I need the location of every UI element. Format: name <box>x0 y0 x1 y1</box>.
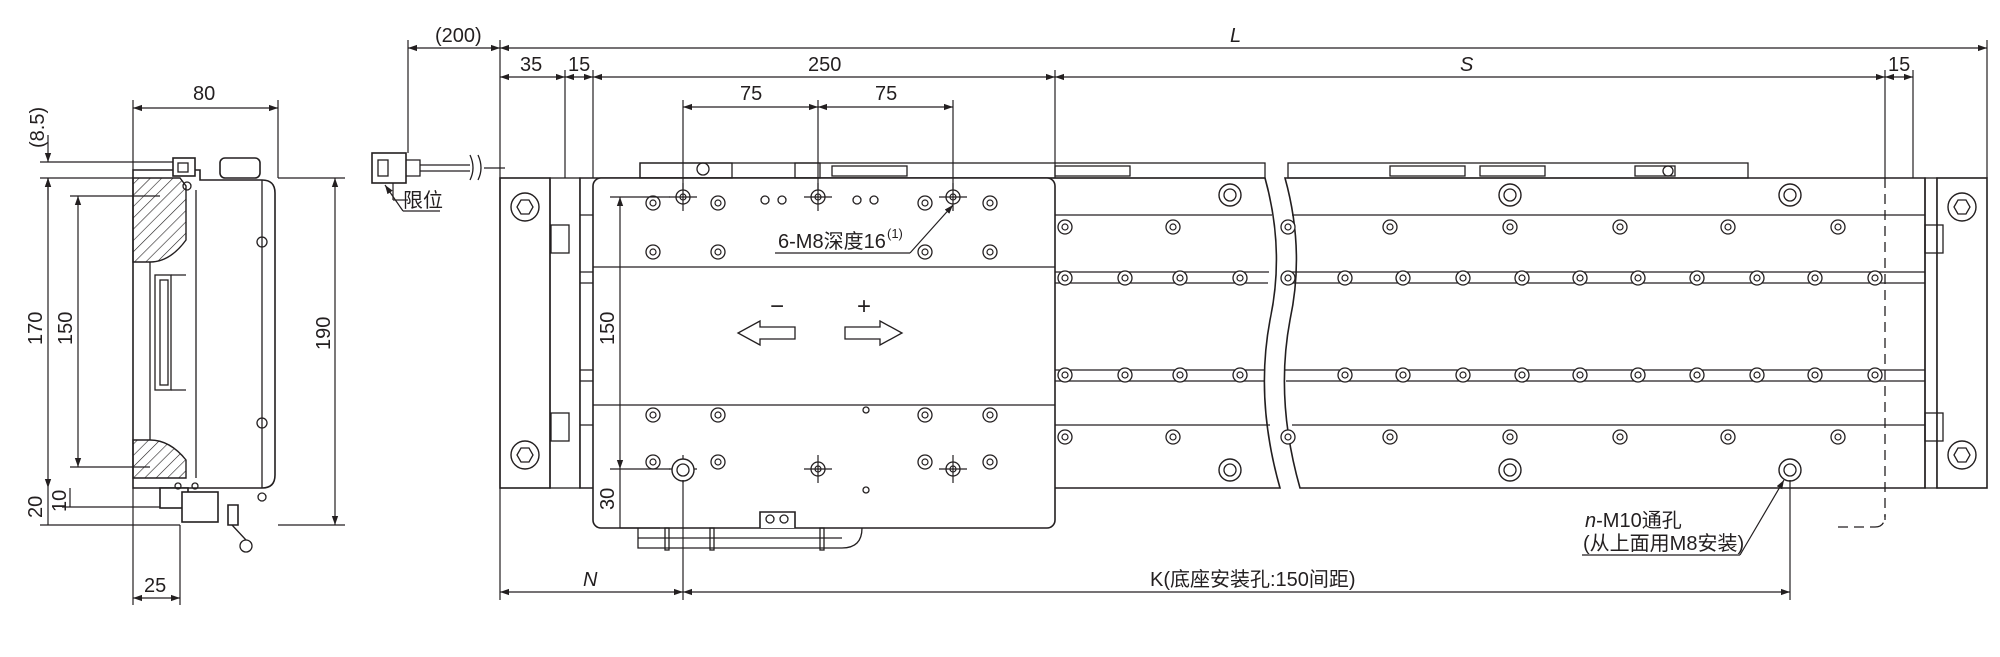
dim-K: K(底座安装孔:150间距) <box>1150 568 1356 591</box>
slider-thread-note: (1) <box>887 226 903 241</box>
dim-side-25: 25 <box>144 575 166 597</box>
dim-N: N <box>583 569 598 591</box>
side-view-dimensions: 80 (8.5) 170 150 190 20 10 25 <box>25 83 345 605</box>
dim-front-250: 250 <box>808 54 841 76</box>
dim-front-75-a: 75 <box>740 83 762 105</box>
dim-cable-200: (200) <box>435 25 482 47</box>
dim-stroke-S: S <box>1460 54 1474 76</box>
dim-side-190: 190 <box>313 317 335 350</box>
base-hole-callout-line2: (从上面用M8安装) <box>1583 532 1744 555</box>
plus-sign: + <box>857 293 871 320</box>
dim-front-75-b: 75 <box>875 83 897 105</box>
dim-side-170: 170 <box>25 312 47 345</box>
slider-thread-callout: 6-M8深度16 <box>778 230 886 253</box>
dim-front-15-left: 15 <box>568 54 590 76</box>
side-view <box>132 157 276 553</box>
dim-side-20: 20 <box>25 496 47 518</box>
dim-overall-L: L <box>1230 25 1241 47</box>
dim-front-35: 35 <box>520 54 542 76</box>
minus-sign: − <box>770 293 784 320</box>
limit-label: 限位 <box>403 189 443 212</box>
dim-side-8-5: (8.5) <box>27 107 49 148</box>
dim-front-150: 150 <box>597 312 619 345</box>
base-hole-callout-line1: n-M10通孔 <box>1585 509 1682 532</box>
front-view: − + <box>371 152 1988 551</box>
dim-side-10: 10 <box>49 490 71 512</box>
dim-front-30: 30 <box>597 488 619 510</box>
dim-front-15-right: 15 <box>1888 54 1910 76</box>
dim-side-150: 150 <box>55 312 77 345</box>
dim-side-80: 80 <box>193 83 215 105</box>
front-view-dimensions: (200) L 35 15 250 S 15 75 75 150 30 N <box>384 25 1988 600</box>
